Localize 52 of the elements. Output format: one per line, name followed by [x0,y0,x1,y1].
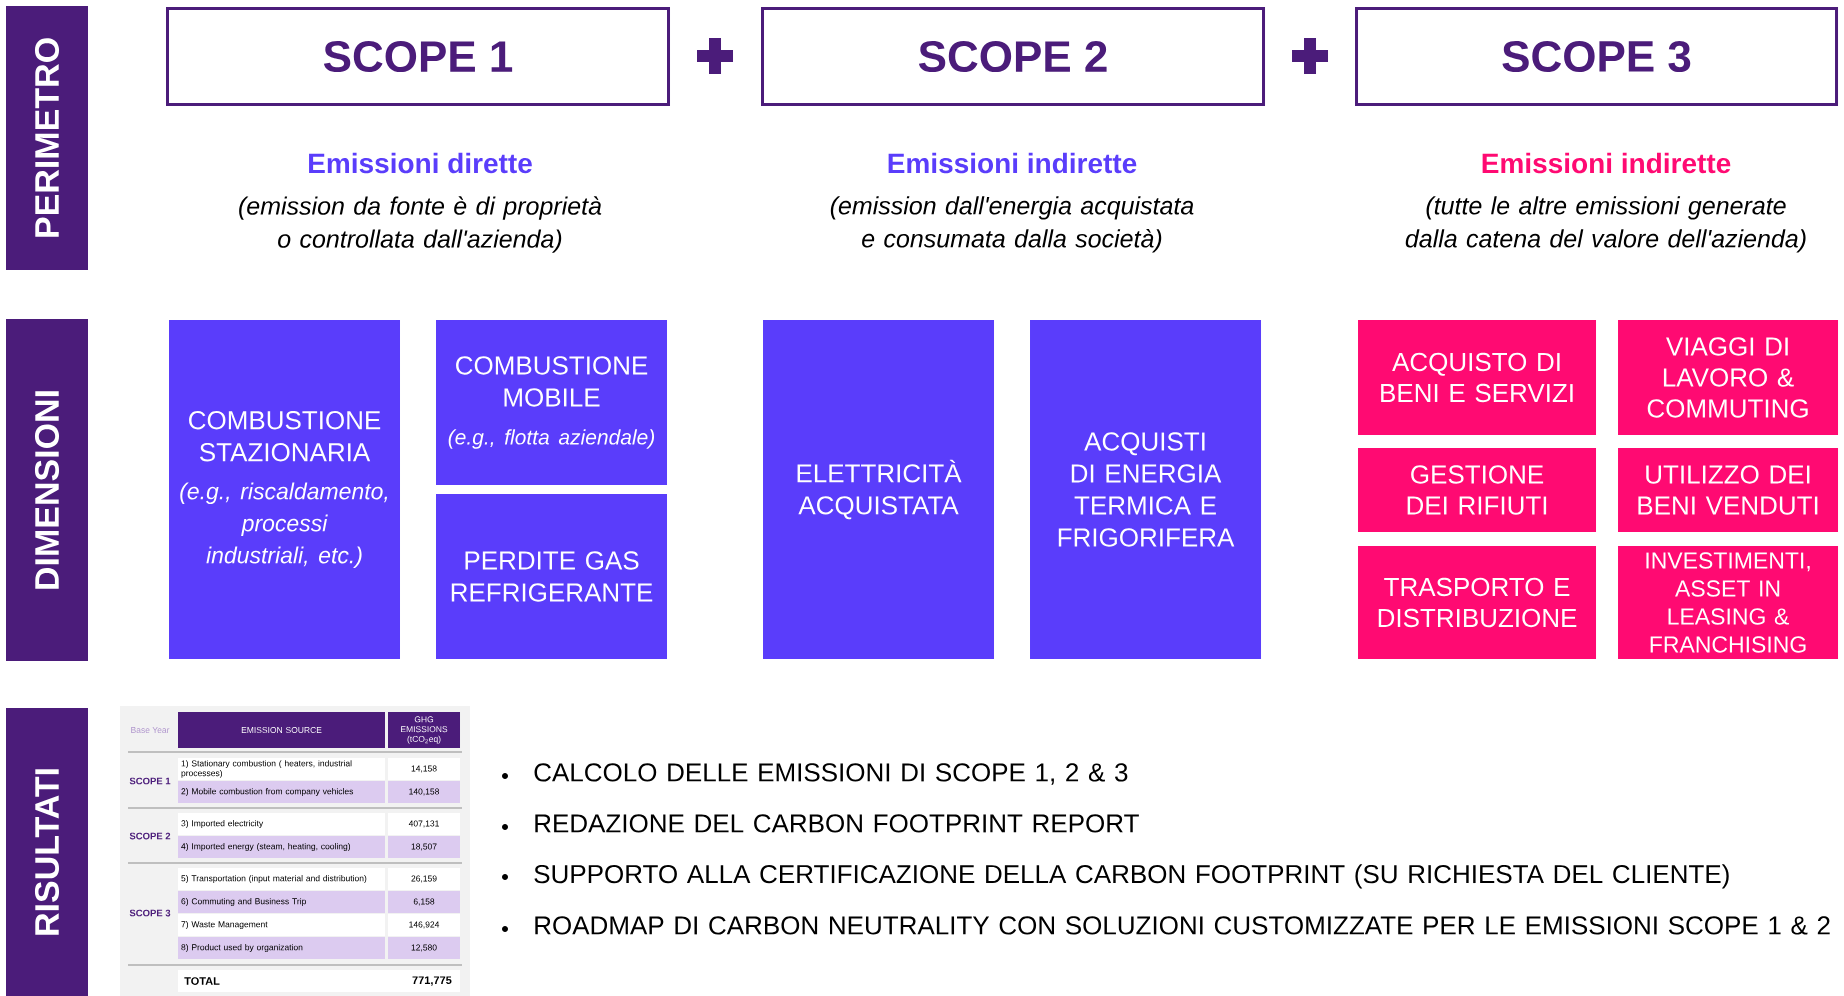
table-cell: 4) Imported energy (steam, heating, cooling) [178,836,385,858]
section-band: DIMENSIONI [6,319,88,661]
category-box: PERDITE GAS REFRIGERANTE [436,494,667,659]
list-item-text: CALCOLO DELLE EMISSIONI DI SCOPE 1, 2 & 3 [534,763,1128,785]
section-heading: Emissioni indirette [1482,152,1731,174]
category-box: ACQUISTI DI ENERGIA TERMICA E FRIGORIFERA [1030,320,1261,659]
table-cell: 26,159 [388,868,460,890]
table-cell: 3) Imported electricity [178,813,385,835]
label: TOTAL [184,977,220,985]
table-cell: 2) Mobile combustion from company vehicles [178,781,385,803]
scope-box: SCOPE 2 [761,7,1265,106]
category-box: UTILIZZO DEI BENI VENDUTI [1618,448,1838,532]
label: 771,775 [412,976,452,986]
scope-box: SCOPE 3 [1355,7,1838,106]
section-heading: Emissioni indirette [888,152,1137,174]
category-box: ELETTRICITÀ ACQUISTATA [763,320,994,659]
description-text: (emission da fonte è di proprietà o controllata dall'azienda) [239,196,602,253]
table-cell: 18,507 [388,836,460,858]
category-box: TRASPORTO E DISTRIBUZIONE [1358,546,1596,659]
table-cell: 1) Stationary combustion ( heaters, industrial processes) [178,758,385,780]
description-text: (emission dall'energia acquistata e consumata dalla società) [830,196,1194,253]
category-box: INVESTIMENTI, ASSET IN LEASING & FRANCHISING [1618,546,1838,659]
table-cell: 146,924 [388,914,460,936]
table-cell: 14,158 [388,758,460,780]
table-cell: 7) Waste Management [178,914,385,936]
section-heading: Emissioni dirette [309,152,532,174]
table-cell: 12,580 [388,937,460,959]
list-item-text: SUPPORTO ALLA CERTIFICAZIONE DELLA CARBON FOOTPRINT (SU RICHIESTA DEL CLIENTE) [534,864,1729,889]
category-box: VIAGGI DI LAVORO & COMMUTING [1618,320,1838,435]
table-cell: 140,158 [388,781,460,803]
category-box: GESTIONE DEI RIFIUTI [1358,448,1596,532]
table-cell: 6) Commuting and Business Trip [178,891,385,913]
table-caption: Base Year [131,727,170,733]
description-text: (tutte le altre emissioni generate dalla catena del valore dell'azienda) [1405,196,1806,253]
table-cell: 5) Transportation (input material and distribution) [178,868,385,890]
section-band: PERIMETRO [6,6,88,270]
table-header-cell: GHG EMISSIONS (tCO$_{2}$eq) [388,712,460,748]
table-cell: 8) Product used by organization [178,937,385,959]
table-cell: TOTAL 771,775 [178,970,460,992]
list-item-text: REDAZIONE DEL CARBON FOOTPRINT REPORT [535,814,1139,833]
row-header: SCOPE 3 [129,909,171,917]
table-cell: 407,131 [388,813,460,835]
category-box: ACQUISTO DI BENI E SERVIZI [1358,320,1596,435]
category-box: COMBUSTIONE STAZIONARIA (e.g., riscaldamento, processi industriali, etc.) [169,320,400,659]
list-item-text: ROADMAP DI CARBON NEUTRALITY CON SOLUZIONI CUSTOMIZZATE PER LE EMISSIONI SCOPE 1 & 2 [535,916,1830,935]
scope-box: SCOPE 1 [166,7,670,106]
row-header: SCOPE 1 [129,777,171,785]
row-header: SCOPE 2 [129,832,171,840]
table-cell: 6,158 [388,891,460,913]
category-box: COMBUSTIONE MOBILE (e.g., flotta aziendale) [436,320,667,485]
section-band: RISULTATI [6,708,88,996]
table-header-cell: EMISSION SOURCE [178,712,385,748]
